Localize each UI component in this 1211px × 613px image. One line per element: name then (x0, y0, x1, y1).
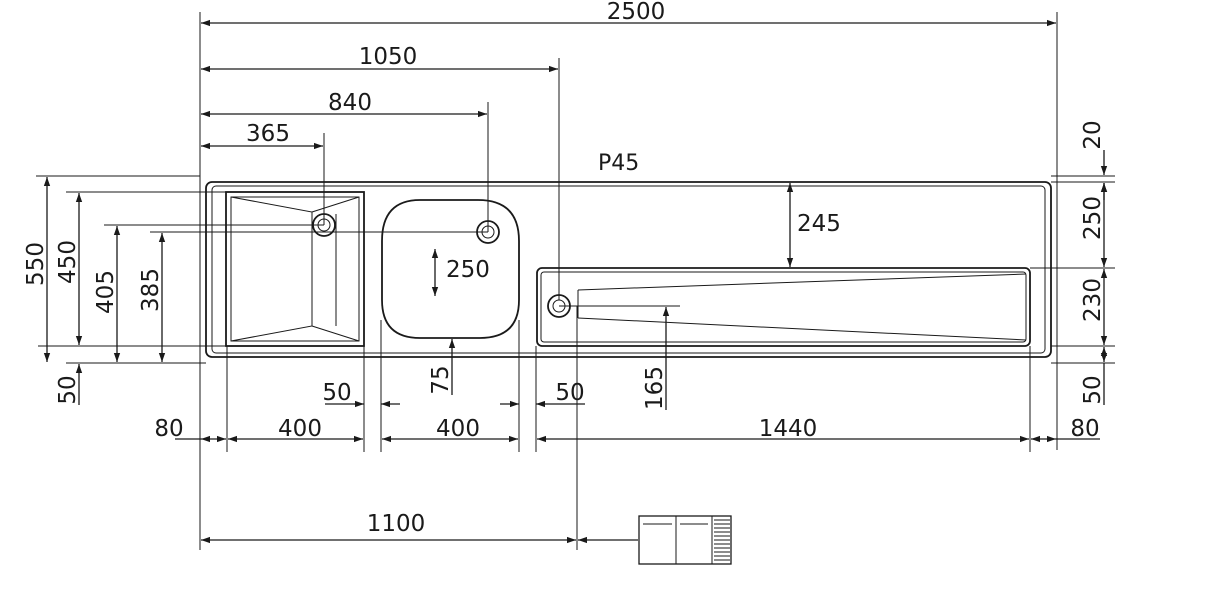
svg-text:1050: 1050 (359, 44, 418, 70)
drainer-rim (536, 267, 1031, 347)
dim-drainer-depth: 230 (1080, 269, 1108, 345)
first-bowl-inner-rim (230, 196, 360, 342)
dim-overall-depth: 550 (23, 177, 51, 362)
material-label: P45 (598, 151, 639, 176)
first-bowl-corner-top (311, 196, 360, 213)
drainer-slope-bottom (577, 317, 1027, 341)
dim-to-overflow: 1100 (201, 511, 638, 544)
extension-lines (36, 12, 1115, 550)
dim-front-margin-left: 50 (55, 364, 83, 405)
dim-first-drain-height: 405 (93, 226, 121, 362)
dim-second-bowl-width: 400 (382, 416, 518, 443)
dim-gap-first-second: 50 (322, 380, 400, 408)
dim-front-margin-right: 50 (1080, 347, 1108, 405)
dim-back-zone: 250 (1080, 183, 1108, 267)
svg-text:75: 75 (428, 365, 454, 394)
svg-text:20: 20 (1080, 120, 1106, 149)
svg-text:165: 165 (642, 366, 668, 410)
second-bowl-rim (381, 199, 520, 339)
svg-text:230: 230 (1080, 278, 1106, 322)
dim-drainer-width: 1440 (537, 416, 1029, 443)
svg-text:50: 50 (322, 380, 351, 406)
dim-rim-back: 20 (1080, 120, 1108, 200)
dim-drainer-back: 245 (786, 183, 841, 267)
svg-text:250: 250 (446, 257, 490, 283)
worktop-inner-edge (211, 185, 1046, 354)
dim-to-first-drain: 365 (201, 121, 323, 150)
svg-text:450: 450 (55, 240, 81, 284)
svg-text:405: 405 (93, 270, 119, 314)
svg-text:1440: 1440 (759, 416, 818, 442)
svg-text:250: 250 (1080, 196, 1106, 240)
svg-text:365: 365 (246, 121, 290, 147)
svg-text:385: 385 (138, 268, 164, 312)
dim-second-drain-height: 385 (138, 233, 166, 362)
svg-text:1100: 1100 (367, 511, 426, 537)
dim-drainer-drain: 165 (642, 307, 670, 410)
dim-left-margin: 80 (154, 416, 226, 443)
svg-text:2500: 2500 (607, 0, 666, 25)
dim-first-bowl-outer: 450 (55, 193, 83, 345)
dim-first-bowl-width: 400 (228, 416, 363, 443)
worktop-outer-edge (205, 181, 1052, 358)
svg-text:50: 50 (1080, 375, 1106, 404)
sink-outline (205, 181, 1052, 358)
first-bowl (225, 191, 365, 347)
drainer-inner-rim (540, 271, 1027, 343)
dim-to-second-drain: 840 (201, 90, 487, 118)
dim-gap-second-drainer: 50 (500, 380, 585, 408)
drainer (536, 267, 1031, 347)
dim-second-bowl-depth: 250 (431, 249, 490, 296)
svg-text:80: 80 (154, 416, 183, 442)
first-bowl-rim (225, 191, 365, 347)
dim-to-third-drain: 1050 (201, 44, 558, 73)
control-box-body (638, 515, 732, 565)
svg-text:245: 245 (797, 211, 841, 237)
dim-right-margin: 80 (1031, 416, 1100, 443)
svg-text:400: 400 (278, 416, 322, 442)
svg-text:80: 80 (1070, 416, 1099, 442)
svg-text:550: 550 (23, 242, 49, 286)
svg-text:50: 50 (55, 375, 81, 404)
svg-text:50: 50 (555, 380, 584, 406)
drainer-slope-top (577, 273, 1027, 291)
first-bowl-slope (230, 196, 313, 342)
vent-grille-icon (714, 519, 730, 561)
dim-second-bowl-front: 75 (428, 339, 456, 395)
svg-text:400: 400 (436, 416, 480, 442)
first-bowl-corner-bottom (311, 325, 360, 342)
svg-text:840: 840 (328, 90, 372, 116)
dim-overall-length: 2500 (201, 0, 1056, 27)
overflow-control-box (638, 515, 732, 565)
